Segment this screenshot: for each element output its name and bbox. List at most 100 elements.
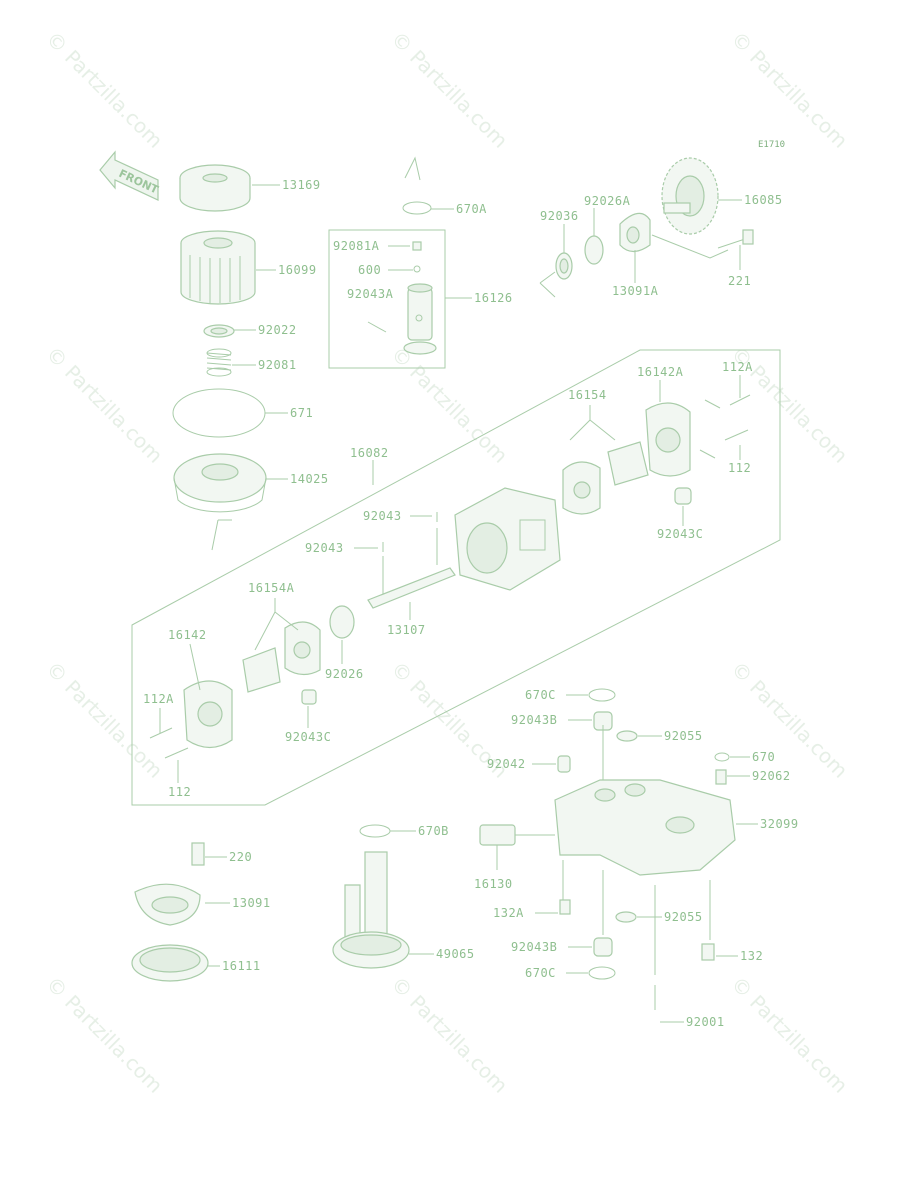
part-221 xyxy=(717,229,754,249)
part-670C-top xyxy=(588,688,616,702)
callout-13091A: 13091A xyxy=(612,284,659,298)
callout-220: 220 xyxy=(229,850,252,864)
callout-92043C-top: 92043C xyxy=(657,527,703,541)
part-16099 xyxy=(180,230,256,305)
watermark-layer: © Partzilla.com © Partzilla.com © Partzi… xyxy=(41,27,852,1098)
part-670C-bot xyxy=(588,966,616,980)
callout-221: 221 xyxy=(728,274,751,288)
callout-112-bot: 112 xyxy=(168,785,191,799)
part-92042 xyxy=(557,755,571,773)
callout-670: 670 xyxy=(752,750,775,764)
part-112-bot xyxy=(164,747,189,759)
callout-16085: 16085 xyxy=(744,193,783,207)
leader-line xyxy=(382,528,438,595)
part-13091A xyxy=(619,212,651,253)
part-16085 xyxy=(661,157,719,235)
part-670 xyxy=(714,752,730,762)
part-92043B-bot xyxy=(593,937,613,957)
part-16154A xyxy=(242,621,321,693)
part-92026A xyxy=(584,235,604,265)
callout-16130: 16130 xyxy=(474,877,513,891)
callouts: 13169 16099 92022 92081 671 14025 670A 9… xyxy=(143,178,799,1029)
part-92055-bot xyxy=(615,911,637,923)
callout-32099: 32099 xyxy=(760,817,799,831)
part-13169 xyxy=(179,164,251,212)
part-92081A xyxy=(412,241,422,251)
leader-line xyxy=(539,271,556,298)
callout-14025: 14025 xyxy=(290,472,329,486)
callout-92062: 92062 xyxy=(752,769,791,783)
group-box-16082 xyxy=(131,349,781,806)
callout-112A-bot: 112A xyxy=(143,692,174,706)
callout-112A-top: 112A xyxy=(722,360,753,374)
callout-92042: 92042 xyxy=(487,757,526,771)
watermark: © Partzilla.com xyxy=(726,657,852,783)
watermark: © Partzilla.com xyxy=(41,342,167,468)
watermark: © Partzilla.com xyxy=(386,27,512,153)
part-92081 xyxy=(206,348,232,377)
part-92022 xyxy=(203,324,235,338)
callout-92043C-bot: 92043C xyxy=(285,730,331,744)
callout-16126: 16126 xyxy=(474,291,513,305)
part-670A xyxy=(402,201,432,215)
callout-16082: 16082 xyxy=(350,446,389,460)
callout-670C-bot: 670C xyxy=(525,966,556,980)
leader-line xyxy=(562,725,711,975)
leader-line xyxy=(404,156,421,181)
callout-92043B-bot: 92043B xyxy=(511,940,557,954)
part-13107 xyxy=(367,567,456,609)
part-16154 xyxy=(562,441,649,515)
callout-132A: 132A xyxy=(493,906,524,920)
callout-92081: 92081 xyxy=(258,358,297,372)
callout-132: 132 xyxy=(740,949,763,963)
part-92062 xyxy=(715,769,727,785)
group-box-16126 xyxy=(328,229,446,369)
callout-670C-top: 670C xyxy=(525,688,556,702)
part-pump-housing xyxy=(454,487,561,591)
callout-16142A: 16142A xyxy=(637,365,684,379)
callout-49065: 49065 xyxy=(436,947,475,961)
part-16126 xyxy=(403,283,437,355)
callout-92055-bot: 92055 xyxy=(664,910,703,924)
callout-16154: 16154 xyxy=(568,388,607,402)
watermark: © Partzilla.com xyxy=(41,27,167,153)
part-92043C-bot xyxy=(301,689,317,705)
part-112A-bot xyxy=(149,727,173,739)
part-92036 xyxy=(555,252,573,280)
part-16130 xyxy=(479,824,516,846)
callout-13107: 13107 xyxy=(387,623,426,637)
part-14025 xyxy=(173,453,267,513)
watermark: © Partzilla.com xyxy=(726,972,852,1098)
leader-line xyxy=(211,519,232,551)
watermark: © Partzilla.com xyxy=(41,972,167,1098)
callout-92043B-top: 92043B xyxy=(511,713,557,727)
diagram-ref-code: E1710 xyxy=(758,140,785,150)
callout-92043-top: 92043 xyxy=(363,509,402,523)
callout-16099: 16099 xyxy=(278,263,317,277)
callout-92055-top: 92055 xyxy=(664,729,703,743)
front-arrow-icon: FRONT xyxy=(99,150,161,201)
callout-16111: 16111 xyxy=(222,959,261,973)
callout-92026A: 92026A xyxy=(584,194,631,208)
part-92043C-top xyxy=(674,487,692,505)
callout-16154A: 16154A xyxy=(248,581,295,595)
part-220 xyxy=(191,842,205,866)
callout-671: 671 xyxy=(290,406,313,420)
watermark: © Partzilla.com xyxy=(386,972,512,1098)
callout-670A: 670A xyxy=(456,202,487,216)
part-92026 xyxy=(329,605,355,639)
callout-92081A: 92081A xyxy=(333,239,380,253)
callout-92026: 92026 xyxy=(325,667,364,681)
part-13091 xyxy=(134,883,201,926)
callout-92043A: 92043A xyxy=(347,287,394,301)
callout-600: 600 xyxy=(358,263,381,277)
part-92055-top xyxy=(616,730,638,742)
part-16111 xyxy=(131,944,209,982)
part-670B xyxy=(359,824,391,838)
callout-92036: 92036 xyxy=(540,209,579,223)
callout-13169: 13169 xyxy=(282,178,321,192)
watermark: © Partzilla.com xyxy=(41,657,167,783)
part-132 xyxy=(701,943,715,961)
part-132A xyxy=(559,899,571,915)
leader-line xyxy=(651,234,729,259)
